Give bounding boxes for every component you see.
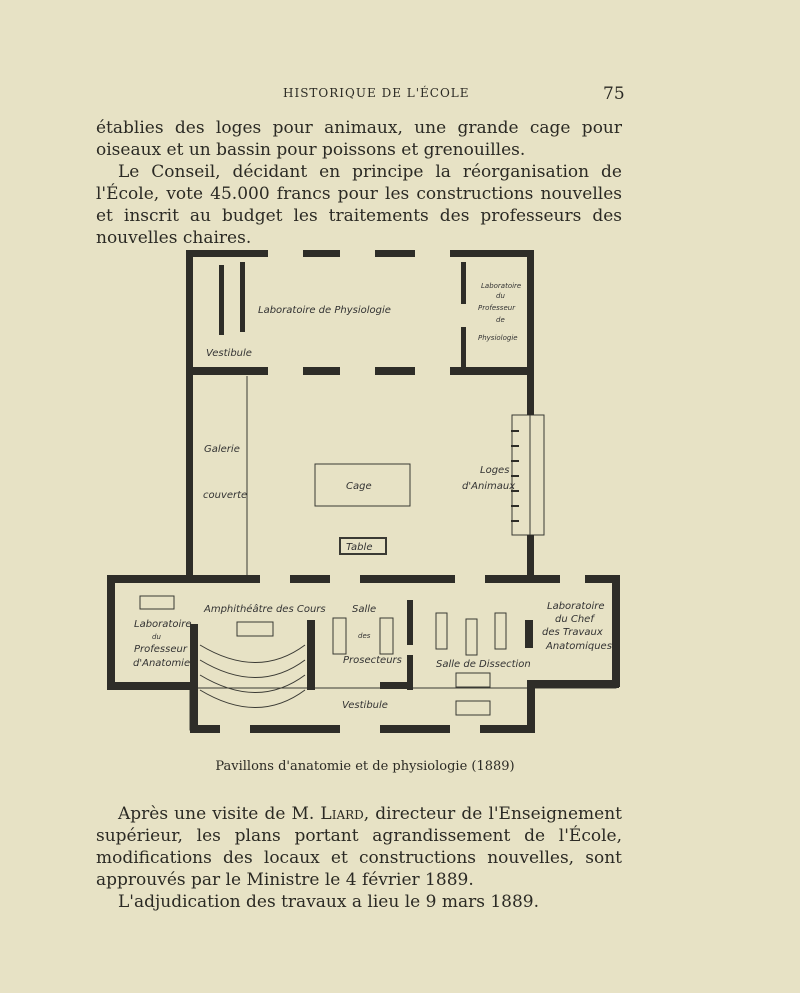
label: Laboratoire xyxy=(547,601,605,612)
label: Salle xyxy=(352,604,376,615)
label: Physiologie xyxy=(478,334,518,342)
label-table: Table xyxy=(346,542,372,553)
label: Professeur xyxy=(134,644,188,655)
label: d'Animaux xyxy=(462,481,515,492)
label: Laboratoire xyxy=(481,282,521,290)
label: du Chef xyxy=(555,614,595,625)
label: Galerie xyxy=(204,444,240,455)
label: Prosecteurs xyxy=(343,655,402,666)
page-number: 75 xyxy=(603,84,625,104)
bottom-text: Après une visite de M. Liard, directeur … xyxy=(96,803,622,913)
label: Anatomiques xyxy=(545,641,612,652)
label-vestibule: Vestibule xyxy=(206,348,252,359)
text: Après une visite de M. xyxy=(118,804,321,824)
label-cage: Cage xyxy=(346,481,372,492)
figure-caption: Pavillons d'anatomie et de physiologie (… xyxy=(215,759,515,774)
paragraph: Le Conseil, décidant en principe la réor… xyxy=(96,162,622,248)
paragraph: L'adjudication des travaux a lieu le 9 m… xyxy=(118,892,539,912)
label: Laboratoire xyxy=(134,619,192,630)
label: couverte xyxy=(203,490,247,501)
label: du xyxy=(152,633,161,641)
label-dissection: Salle de Dissection xyxy=(436,659,531,670)
person-name: Liard xyxy=(320,804,364,824)
text: , directeur de l'Enseignement supérieur,… xyxy=(96,804,622,890)
label: Professeur xyxy=(478,304,516,312)
label: de xyxy=(496,316,505,324)
paragraph: établies des loges pour animaux, une gra… xyxy=(96,118,622,160)
label: des xyxy=(358,632,371,640)
paragraph: Après une visite de M. Liard, directeur … xyxy=(96,803,622,891)
label-amphitheatre: Amphithéâtre des Cours xyxy=(203,603,326,615)
label: du xyxy=(496,292,505,300)
label: d'Anatomie xyxy=(133,658,190,669)
top-text: établies des loges pour animaux, une gra… xyxy=(96,117,622,249)
label: des Travaux xyxy=(542,627,603,638)
label-lab-physiologie: Laboratoire de Physiologie xyxy=(258,305,391,316)
label-vestibule: Vestibule xyxy=(342,700,388,711)
running-title: HISTORIQUE DE L'ÉCOLE xyxy=(283,86,470,100)
label: Loges xyxy=(480,465,509,476)
